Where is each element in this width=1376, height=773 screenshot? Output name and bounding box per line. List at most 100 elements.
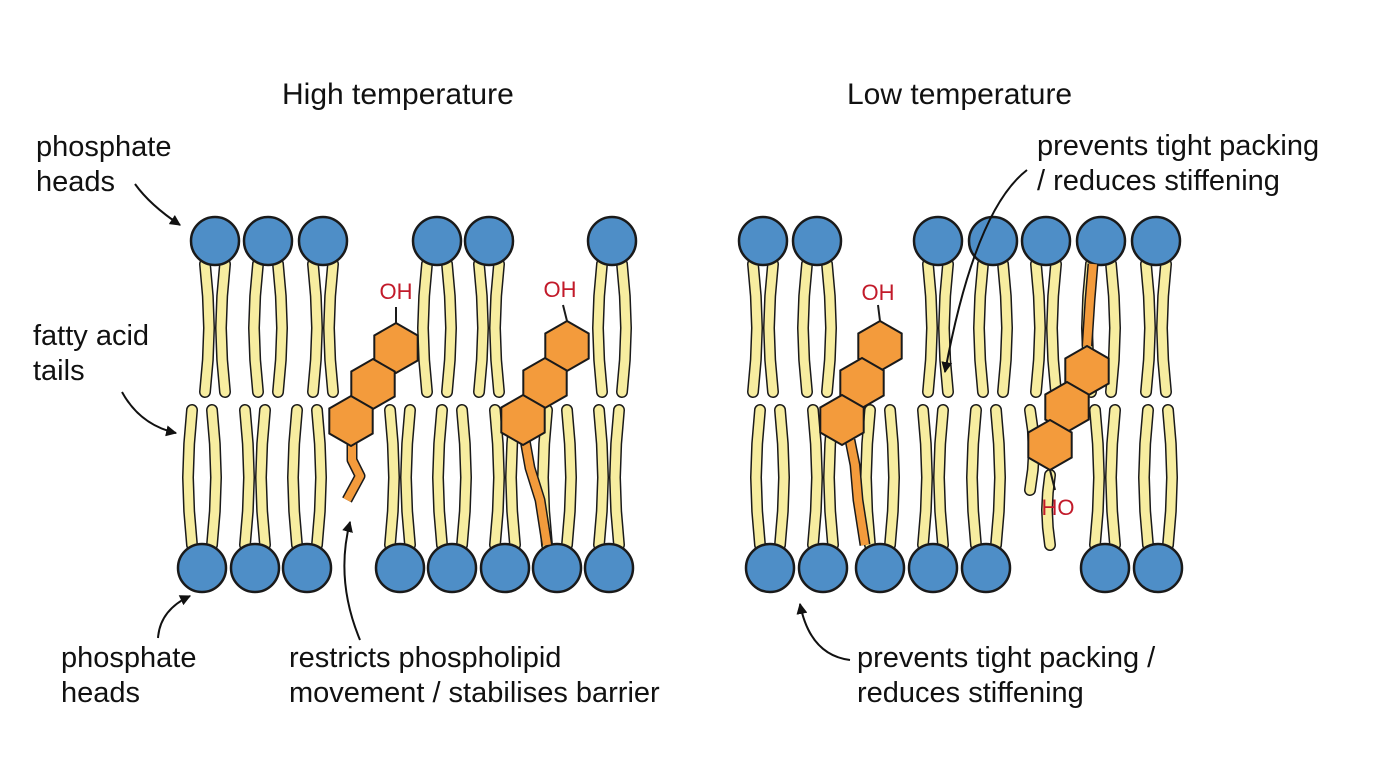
low-upper-tail-a-2: [923, 259, 937, 397]
low-upper-tail-a-4: [1031, 259, 1045, 397]
low-upper-head-0: [737, 215, 789, 267]
high-upper-head-5: [586, 215, 638, 267]
phosphate-heads-label-bottom: phosphate heads: [61, 642, 197, 709]
high-lower-head-3: [374, 542, 426, 594]
high-lower-head-4: [426, 542, 478, 594]
high-lower-tail-a-5: [490, 405, 504, 550]
low-temperature-title: Low temperature: [847, 78, 1073, 111]
low-lower-tail-a-1: [808, 405, 822, 550]
low-lower-head-1: [797, 542, 849, 594]
high-upper-tail-a-2: [308, 259, 322, 397]
high-upper-head-2: [297, 215, 349, 267]
low-lower-head-5: [1079, 542, 1131, 594]
high-upper-head-3: [411, 215, 463, 267]
low-upper-tail-b-0: [764, 259, 778, 397]
high-lower-tail-b-1: [256, 405, 270, 550]
high-upper-head-0: [189, 215, 241, 267]
low-upper-head-1: [791, 215, 843, 267]
low-cholesterol-1-chain: [846, 439, 869, 546]
high-lower-tail-a-3: [385, 405, 399, 550]
high-upper-tail-a-1: [249, 259, 263, 397]
high-lower-head-0: [176, 542, 228, 594]
low-lower-tail-b-2: [885, 405, 899, 550]
low-lower-tail-a-4: [967, 405, 981, 550]
high-lower-tail-b-7: [610, 405, 624, 550]
low-upper-head-2: [912, 215, 964, 267]
low-lower-tail-a-6: [1139, 405, 1153, 550]
high-lower-tail-a-2: [288, 405, 302, 550]
arrow-phosphate-bottom: [157, 595, 191, 639]
high-lower-tail-b-4: [457, 405, 471, 550]
high-upper-tail-a-0: [200, 259, 214, 397]
low-lower-tail-b-5: [1106, 405, 1120, 550]
low-upper-tail-b-4: [1047, 259, 1061, 397]
low-upper-tail-a-3: [974, 259, 988, 397]
high-lower-head-1: [229, 542, 281, 594]
high-cholesterol-1-ring-2: [328, 394, 374, 448]
low-cholesterol-2-hydroxyl-label: HO: [1042, 495, 1075, 520]
low-lower-tail-a-5: [1090, 405, 1104, 550]
high-cholesterol-1-ring-0: [373, 321, 419, 375]
phosphate-heads-label-top: phosphate heads: [36, 131, 172, 198]
high-temperature-title: High temperature: [282, 78, 514, 111]
low-cholesterol-1-ring-2: [819, 393, 865, 447]
high-lower-tail-b-6: [562, 405, 576, 550]
high-upper-tail-b-3: [442, 259, 456, 397]
low-upper-head-6: [1130, 215, 1182, 267]
low-upper-tail-a-1: [798, 259, 812, 397]
high-upper-head-4: [463, 215, 515, 267]
low-lower-head-3: [907, 542, 959, 594]
arrow-low-temp-top: [941, 169, 1028, 374]
high-lower-head-5: [479, 542, 531, 594]
high-lower-tail-a-0: [183, 405, 197, 550]
high-lower-tail-b-3: [401, 405, 415, 550]
arrow-low-temp-bottom: [796, 602, 851, 661]
high-upper-tail-b-2: [324, 259, 338, 397]
low-temp-effect-label-top: prevents tight packing / reduces stiffen…: [1037, 130, 1320, 197]
low-lower-tail-b-0: [775, 405, 789, 550]
high-cholesterol-2-ring-2: [500, 393, 546, 447]
high-upper-tail-b-1: [273, 259, 287, 397]
low-lower-head-6: [1132, 542, 1184, 594]
low-lower-head-0: [744, 542, 796, 594]
high-upper-tail-a-4: [474, 259, 488, 397]
high-upper-tail-b-5: [617, 259, 631, 397]
low-lower-tail-a-0: [751, 405, 765, 550]
low-cholesterol-1-hydroxyl-bond: [877, 304, 881, 322]
fatty-acid-tails-label: fatty acid tails: [33, 320, 150, 387]
low-lower-tail-b-3: [934, 405, 948, 550]
low-upper-head-5: [1075, 215, 1127, 267]
high-lower-head-2: [281, 542, 333, 594]
high-temp-effect-label: restricts phospholipid movement / stabil…: [289, 642, 660, 709]
annotation-arrows: [121, 169, 1028, 661]
low-lower-tail-a-2: [861, 405, 875, 550]
low-upper-tail-b-6: [1157, 259, 1171, 397]
low-extra-tail-2: [1042, 470, 1055, 550]
high-lower-tail-a-7: [594, 405, 608, 550]
low-lower-tail-b-6: [1163, 405, 1177, 550]
low-upper-tail-b-2: [939, 259, 953, 397]
low-upper-tail-b-1: [822, 259, 836, 397]
low-upper-tail-a-0: [748, 259, 762, 397]
low-lower-tail-b-4: [991, 405, 1005, 550]
low-lower-head-2: [854, 542, 906, 594]
high-lower-tail-a-1: [240, 405, 254, 550]
low-lower-tail-a-3: [918, 405, 932, 550]
low-upper-tail-b-5: [1106, 259, 1120, 397]
high-lower-head-7: [583, 542, 635, 594]
high-upper-head-1: [242, 215, 294, 267]
high-lower-tail-b-0: [207, 405, 221, 550]
arrow-fatty-acid-tails: [121, 391, 178, 437]
low-cholesterol-2-hydroxyl-bond: [1049, 469, 1056, 491]
high-cholesterol-2-hydroxyl-label: OH: [544, 277, 577, 302]
high-cholesterol-1-hydroxyl-label: OH: [380, 279, 413, 304]
arrow-high-temp-effect: [342, 520, 361, 641]
high-upper-tail-a-5: [593, 259, 607, 397]
arrow-phosphate-top: [134, 183, 181, 226]
high-upper-tail-a-3: [418, 259, 432, 397]
low-upper-head-3: [967, 215, 1019, 267]
high-temperature-bilayer: OH OH: [176, 215, 638, 594]
